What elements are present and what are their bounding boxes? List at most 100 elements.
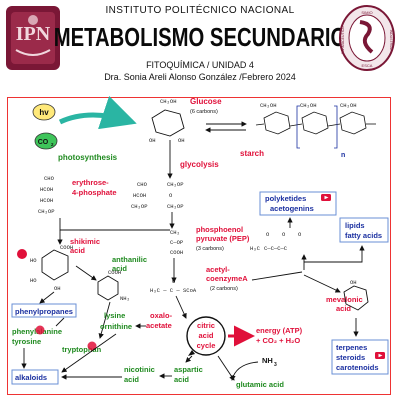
nicotinic-label-2: acid: [124, 375, 139, 384]
glutamic-label: glutamic acid: [236, 380, 284, 389]
svg-text:COOH: COOH: [60, 244, 73, 251]
svg-text:NH₂: NH₂: [120, 295, 130, 302]
svg-text:CHO: CHO: [137, 181, 148, 188]
acetyl-label-3: (2 carbons): [210, 286, 238, 292]
phenylpropanes-to-aa-line: [55, 317, 65, 327]
phenylpropanes-box: [11, 303, 77, 318]
hand-pointer-icon: [17, 249, 27, 259]
svg-text:CH₂OP: CH₂OP: [38, 208, 55, 215]
acetogenins-label: acetogenins: [270, 204, 314, 213]
svg-text:O: O: [298, 231, 302, 238]
page-title: METABOLISMO SECUNDARIO: [53, 22, 347, 52]
svg-text:COOH: COOH: [170, 249, 183, 256]
logo-text-top: SIMIO: [361, 10, 372, 15]
acetyl-structure: H₃C — C — SCoA O: [150, 278, 197, 294]
erythrose-structure: CHO HCOH HCOH CH₂OP: [38, 175, 55, 215]
acetyl-to-branch-line: [251, 271, 303, 281]
to-mevalonic-arrow: [303, 274, 341, 293]
tyrosine-label: tyrosine: [12, 337, 41, 346]
energy-label-1: energy (ATP): [256, 326, 303, 335]
shikimic-to-anthanilic-arrow: [75, 265, 97, 281]
polyketides-box: [259, 191, 337, 216]
tryptophan-label: tryptophan: [62, 345, 102, 354]
svg-text:H₃C — C — SCoA: H₃C — C — SCoA: [150, 287, 197, 294]
svg-text:C—OP: C—OP: [170, 239, 183, 246]
anthanilic-structure: COOH NH₂: [97, 269, 130, 302]
light-sun-icon: [32, 103, 56, 121]
anthanilic-to-tryptophan-arrow: [98, 301, 111, 339]
co2-label: CO: [38, 139, 49, 146]
svg-text:O: O: [266, 231, 270, 238]
alkaloids-label: alkaloids: [15, 373, 47, 382]
svg-text:HO: HO: [30, 257, 37, 264]
svg-text:O: O: [282, 231, 286, 238]
svg-text:OH: OH: [178, 137, 185, 144]
svg-text:OH: OH: [149, 137, 156, 144]
citric-label-3: cycle: [197, 341, 216, 350]
to-phenylpropanes-arrow: [39, 291, 55, 304]
energy-label-2: + CO₂ + H₂O: [256, 336, 300, 345]
subtitle: FITOQUÍMICA / UNIDAD 4: [146, 60, 254, 70]
polyketide-chain-structure: H₃C C—C—C—C O O O: [250, 231, 302, 252]
shikimic-structure: COOH HO HO OH: [30, 244, 73, 292]
svg-text:HCOH: HCOH: [40, 197, 53, 204]
glucose-label: Glucose: [190, 97, 222, 106]
hand-pointer-icon-3: [87, 341, 97, 351]
starch-n-label: n: [341, 152, 345, 159]
nh3-arrow: [230, 361, 259, 381]
nh3-subscript: 3: [274, 362, 277, 368]
photosynthesis-arrow: [58, 95, 137, 130]
starch-label: starch: [240, 149, 264, 158]
pep-structure: CH₂ C—OP COOH: [170, 229, 183, 256]
glucose-structure: CH₂OH OH OH: [149, 98, 185, 144]
terpenes-label: terpenes: [336, 343, 367, 352]
polyketides-label: polyketides: [265, 194, 306, 203]
acetyl-to-citric-arrow: [175, 295, 187, 319]
oxalo-label-1: oxalo-: [150, 311, 173, 320]
mevalonic-label-1: mevalonic: [326, 295, 363, 304]
nh3-label: NH: [262, 356, 273, 365]
glucose-note: (6 carbons): [190, 109, 218, 115]
phenylpropanes-label: phenylpropanes: [15, 307, 73, 316]
anthanilic-label-2: acid: [112, 264, 127, 273]
svg-text:OH: OH: [54, 285, 61, 292]
co2-subscript: 2: [51, 142, 54, 147]
ornithine-label: ornithine: [100, 322, 132, 331]
citric-label-2: acid: [198, 331, 213, 340]
acetyl-label-1: acetyl-: [206, 265, 230, 274]
svg-text:CH₂OP: CH₂OP: [167, 203, 184, 210]
triose-structure: CHO HCOH CH₂OP CH₂OP O CH₂OP: [131, 181, 184, 210]
video-icon-terpenes: [375, 352, 385, 359]
carotenoids-label: carotenoids: [336, 363, 379, 372]
steroids-label: steroids: [336, 353, 365, 362]
svg-text:CHO: CHO: [44, 175, 55, 182]
svg-text:CH₂OP: CH₂OP: [167, 181, 184, 188]
lysine-to-alkaloids-arrow: [61, 333, 117, 373]
acetyl-label-2: coenzymeA: [206, 274, 248, 283]
glycolysis-label: glycolysis: [180, 160, 219, 169]
anthanilic-label-1: anthanilic: [112, 255, 147, 264]
svg-text:HCOH: HCOH: [133, 192, 146, 199]
ipn-logo: IPN: [6, 6, 60, 70]
to-lipids-arrow: [303, 245, 365, 270]
logo-text-left: FARMACÉUTICO: [340, 26, 345, 54]
shikimic-label-1: shikimic: [70, 237, 100, 246]
starch-structure: [255, 105, 376, 149]
hv-label: hv: [39, 108, 49, 117]
starch-ch2oh-3: CH₂OH: [340, 102, 357, 109]
svg-text:H₃C: H₃C: [250, 245, 261, 252]
starch-ch2oh-2: CH₂OH: [300, 102, 317, 109]
svg-text:CH₂OP: CH₂OP: [131, 203, 148, 210]
aspartic-label-2: acid: [174, 375, 189, 384]
citric-to-aspartic-arrow: [185, 355, 193, 363]
mevalonic-structure: OH: [343, 279, 369, 311]
svg-text:C—C—C—C: C—C—C—C: [264, 245, 288, 252]
author-line: Dra. Sonia Areli Alonso González /Febrer…: [104, 72, 296, 82]
starch-ch2oh-1: CH₂OH: [260, 102, 277, 109]
pep-label-3: (3 carbons): [196, 246, 224, 252]
citric-label-1: citric: [197, 321, 215, 330]
svg-text:IPN: IPN: [16, 23, 51, 45]
co2-bubble-icon: [34, 132, 58, 150]
citric-to-glutamic-arrow: [217, 355, 235, 381]
